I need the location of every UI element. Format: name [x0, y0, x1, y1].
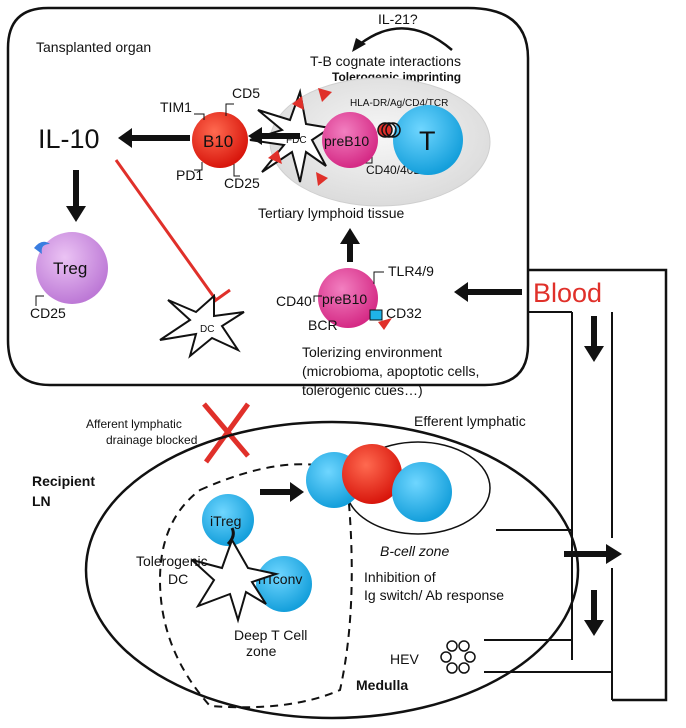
- treg-cell: [36, 232, 108, 304]
- env-line-3: tolerogenic cues…): [302, 382, 423, 398]
- tlr-bracket: [373, 271, 384, 284]
- inhibition-line-2: Ig switch/ Ab response: [364, 587, 504, 603]
- arrow-blood-to-prebl10-head: [454, 282, 468, 302]
- prebl10-top-label: preB10: [324, 133, 369, 149]
- arrow-vessel-right-head: [606, 544, 622, 564]
- synapse-receptor-3: [385, 122, 401, 138]
- tolerogenic-dc-cell: [191, 537, 280, 624]
- arrow-prebl10-up-head: [340, 228, 360, 244]
- fdc-antigen-4: [316, 172, 328, 186]
- cd40-bracket: [313, 295, 322, 302]
- cd5-bracket: [225, 103, 234, 116]
- arrow-prebl10-to-b10-head: [248, 127, 262, 145]
- dc-itreg-contact: [226, 527, 235, 546]
- dc-organ-label: DC: [200, 324, 214, 335]
- cd5-label: CD5: [232, 85, 260, 101]
- transplanted-organ-outline: [6, 6, 668, 702]
- il21-label: IL-21?: [378, 11, 418, 27]
- hev-label: HEV: [390, 651, 419, 667]
- fdc-antigen-2: [292, 96, 304, 110]
- organ-title: Tansplanted organ: [36, 39, 151, 55]
- tlr-label: TLR4/9: [388, 263, 434, 279]
- il21-arrowhead: [352, 38, 366, 52]
- tertiary-label: Tertiary lymphoid tissue: [258, 205, 404, 221]
- fdc-antigen-1: [318, 88, 332, 102]
- tim1-bracket: [194, 113, 205, 120]
- tolerogenic-line-1: Tolerogenic: [136, 553, 208, 569]
- synapse-receptor-1: [377, 122, 393, 138]
- ntconv-cell: [256, 556, 312, 612]
- deep-zone-line-1: Deep T Cell: [234, 627, 307, 643]
- recipient-line-1: Recipient: [32, 473, 95, 489]
- fdc-label: FDC: [286, 135, 307, 146]
- hla-label: HLA-DR/Ag/CD4/TCR: [350, 98, 448, 109]
- t-cell-label: T: [419, 126, 436, 156]
- afferent-line-2: drainage blocked: [106, 433, 197, 447]
- prebl10-antigen: [378, 318, 392, 330]
- cd25-b10-bracket: [233, 164, 240, 177]
- cd25-treg-label: CD25: [30, 305, 66, 321]
- pd1-bracket: [194, 162, 203, 171]
- inhibition-line-1: Inhibition of: [364, 569, 436, 585]
- itreg-cell: [202, 494, 254, 546]
- arrow-vessel-down-2-head: [584, 620, 604, 636]
- medulla-label: Medulla: [356, 677, 408, 693]
- cd25-b10-label: CD25: [224, 175, 260, 191]
- lymph-node-outline: [84, 420, 580, 720]
- pd1-label: PD1: [176, 167, 203, 183]
- deep-zone-line-2: zone: [246, 643, 277, 659]
- bcell-zone-label: B-cell zone: [380, 543, 449, 559]
- node-b-cell-red: [342, 444, 402, 504]
- cd25-treg-bracket: [35, 295, 44, 306]
- itreg-label: iTreg: [210, 513, 241, 529]
- hev-icon: [440, 640, 476, 674]
- synapse-receptor-2: [381, 122, 397, 138]
- il10-inhibits-dc-line: [114, 159, 218, 301]
- prebl10-cell-bottom: [318, 268, 378, 328]
- t-cell-organ: [393, 105, 463, 175]
- bcr-label: BCR: [308, 317, 338, 333]
- tim1-label: TIM1: [160, 99, 192, 115]
- b10-label: B10: [203, 132, 233, 151]
- tb-interactions: T-B cognate interactions: [310, 53, 461, 69]
- efferent-label: Efferent lymphatic: [414, 413, 526, 429]
- blood-label: Blood: [533, 278, 602, 308]
- dc-cell-organ: [159, 293, 245, 359]
- afferent-line-1: Afferent lymphatic: [86, 417, 182, 431]
- arrow-b10-to-il10-head: [118, 128, 132, 148]
- env-line-2: (microbioma, apoptotic cells,: [302, 363, 479, 379]
- tolerogenic-line-2: DC: [168, 571, 188, 587]
- prebl10-bottom-label: preB10: [322, 291, 367, 307]
- arrow-il10-to-treg-head: [66, 206, 86, 222]
- il10-label: IL-10: [38, 124, 100, 154]
- bcr-receptor-icon: [369, 309, 383, 321]
- cd40-label: CD40: [276, 293, 312, 309]
- block-cross-1: [202, 402, 250, 458]
- cd32-label: CD32: [386, 305, 422, 321]
- treg-label: Treg: [53, 259, 87, 278]
- treg-receptor-icon: [34, 241, 50, 254]
- b10-cell: [192, 112, 248, 168]
- arrow-to-bcell-zone-head: [290, 482, 304, 502]
- block-cross-2: [203, 402, 251, 464]
- prebl10-cell-top: [322, 112, 378, 168]
- env-line-1: Tolerizing environment: [302, 344, 442, 360]
- fdc-antigen-3: [268, 150, 282, 164]
- il21-loop-arrow: [359, 27, 453, 51]
- node-t-cell-right: [392, 462, 452, 522]
- arrow-vessel-down-1-head: [584, 346, 604, 362]
- recipient-line-2: LN: [32, 493, 51, 509]
